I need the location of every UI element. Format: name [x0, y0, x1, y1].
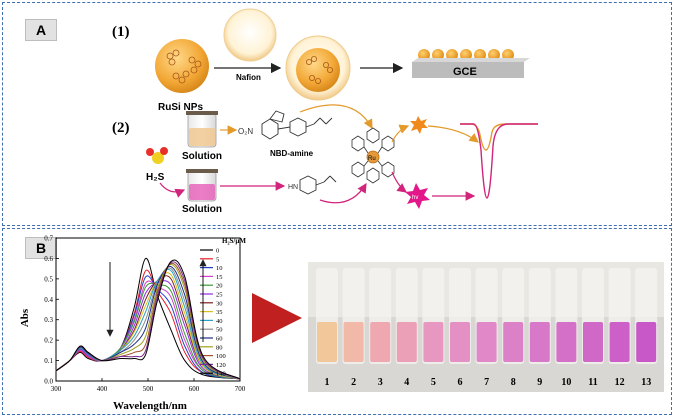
rusi-nanoparticle — [155, 39, 209, 93]
arrow-pink-to-star — [391, 171, 407, 193]
nbd-o2n-text: O₂N — [238, 127, 253, 136]
piperazine-structure: HN — [288, 175, 337, 195]
rusi-np-label: RuSi NPs — [158, 102, 203, 113]
solution-beaker-top — [186, 111, 218, 148]
nbd-amine-structure: O₂N — [238, 110, 333, 140]
signal-trace — [460, 123, 538, 199]
coated-nanoparticle — [285, 35, 351, 101]
arrow-pink-curve — [319, 182, 367, 204]
svg-text:HN: HN — [288, 184, 298, 191]
solution-top-label: Solution — [182, 151, 222, 162]
orange-star-icon — [410, 116, 428, 134]
step1-label: (1) — [112, 24, 130, 40]
solution-beaker-bottom — [186, 169, 218, 202]
scheme-diagram: (1) RuSi NPs Nafion GCE (2) — [112, 8, 538, 215]
arrow-orange-curve — [299, 104, 373, 130]
nafion-sphere — [223, 8, 277, 62]
ru-center-label: Ru — [368, 156, 376, 162]
gce-label: GCE — [453, 66, 477, 78]
gce-electrode — [412, 49, 530, 78]
pink-star-icon — [405, 183, 430, 209]
pink-star-label: hv — [412, 195, 418, 201]
arrow-h2s — [159, 182, 186, 198]
ru-complex-structure — [351, 127, 395, 184]
h2s-label: H₂S — [146, 172, 165, 183]
panel-b-tag: B — [25, 237, 57, 259]
solution-bottom-label: Solution — [182, 204, 222, 215]
step2-label: (2) — [112, 120, 130, 136]
nbd-amine-label: NBD-amine — [270, 149, 314, 158]
panel-b: B — [2, 228, 672, 415]
h2s-molecule — [146, 147, 168, 164]
panel-a-tag: A — [25, 19, 57, 41]
nafion-label: Nafion — [236, 73, 261, 82]
arrow-orange-to-signal — [427, 125, 479, 143]
arrow-orange-to-star — [391, 124, 410, 143]
panel-a: A — [2, 2, 672, 226]
